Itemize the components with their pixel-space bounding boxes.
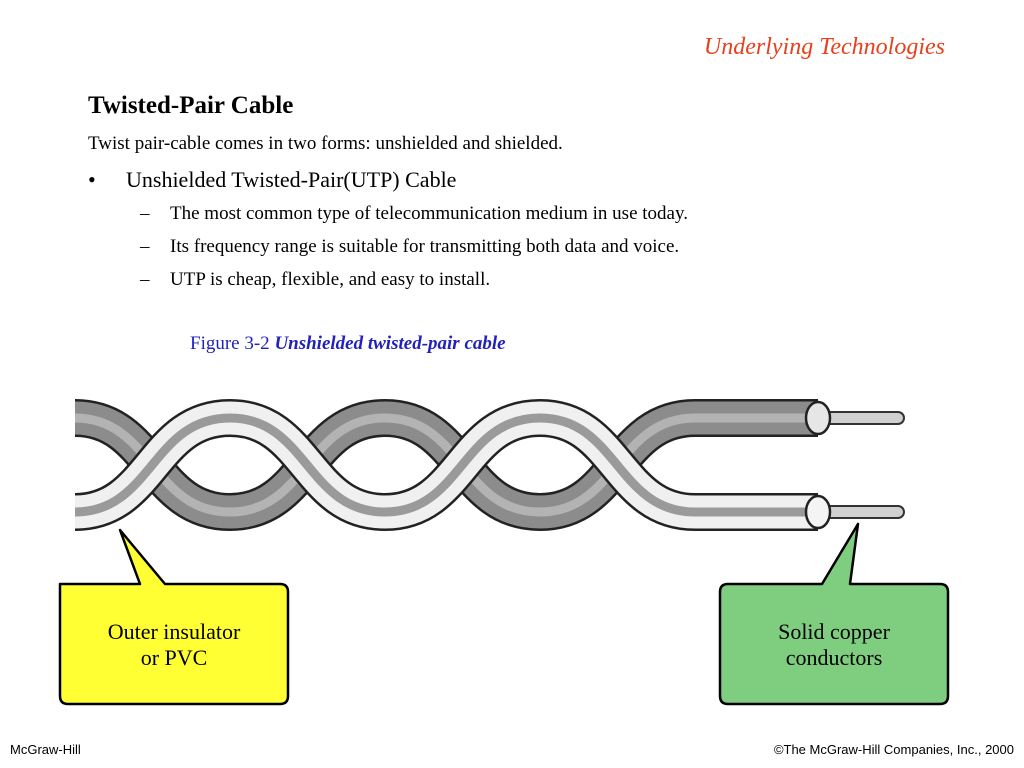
- figure-number: Figure 3-2: [190, 333, 270, 354]
- slide-heading: Twisted-Pair Cable: [88, 92, 294, 119]
- subbullet-dash: –: [140, 203, 150, 224]
- bullet-text: Unshielded Twisted-Pair(UTP) Cable: [126, 167, 457, 192]
- callout-right-line2: conductors: [785, 645, 883, 670]
- figure-caption: Figure 3-2 Unshielded twisted-pair cable: [190, 333, 506, 355]
- callout-copper-conductors: [718, 522, 950, 706]
- footer-left: McGraw-Hill: [10, 742, 81, 757]
- figure-title: Unshielded twisted-pair cable: [274, 333, 506, 354]
- subbullet-item: –Its frequency range is suitable for tra…: [140, 236, 679, 258]
- callout-left-line2: or PVC: [140, 645, 208, 670]
- callout-outer-insulator: [58, 528, 290, 706]
- footer-right: ©The McGraw-Hill Companies, Inc., 2000: [773, 742, 1014, 757]
- subbullet-text: The most common type of telecommunicatio…: [170, 203, 688, 224]
- callout-right-text: Solid copper conductors: [720, 619, 948, 671]
- subbullet-text: UTP is cheap, flexible, and easy to inst…: [170, 269, 491, 290]
- subbullet-dash: –: [140, 236, 150, 257]
- bullet-item: • Unshielded Twisted-Pair(UTP) Cable: [88, 167, 456, 193]
- twisted-pair-illustration: [58, 398, 950, 706]
- header-title: Underlying Technologies: [703, 34, 945, 60]
- bullet-marker: •: [88, 167, 96, 192]
- subbullet-item: –The most common type of telecommunicati…: [140, 203, 688, 225]
- subbullet-dash: –: [140, 269, 150, 290]
- wire-light: [73, 398, 818, 532]
- subbullet-text: Its frequency range is suitable for tran…: [170, 236, 680, 257]
- wire-end-top: [804, 400, 832, 436]
- callout-left-line1: Outer insulator: [107, 619, 241, 644]
- callout-right-line1: Solid copper: [778, 619, 890, 644]
- wire-dark: [73, 398, 818, 532]
- subbullet-item: –UTP is cheap, flexible, and easy to ins…: [140, 269, 490, 291]
- wire-end-bottom: [804, 494, 832, 530]
- callout-left-text: Outer insulator or PVC: [60, 619, 288, 671]
- intro-text: Twist pair-cable comes in two forms: uns…: [88, 133, 563, 154]
